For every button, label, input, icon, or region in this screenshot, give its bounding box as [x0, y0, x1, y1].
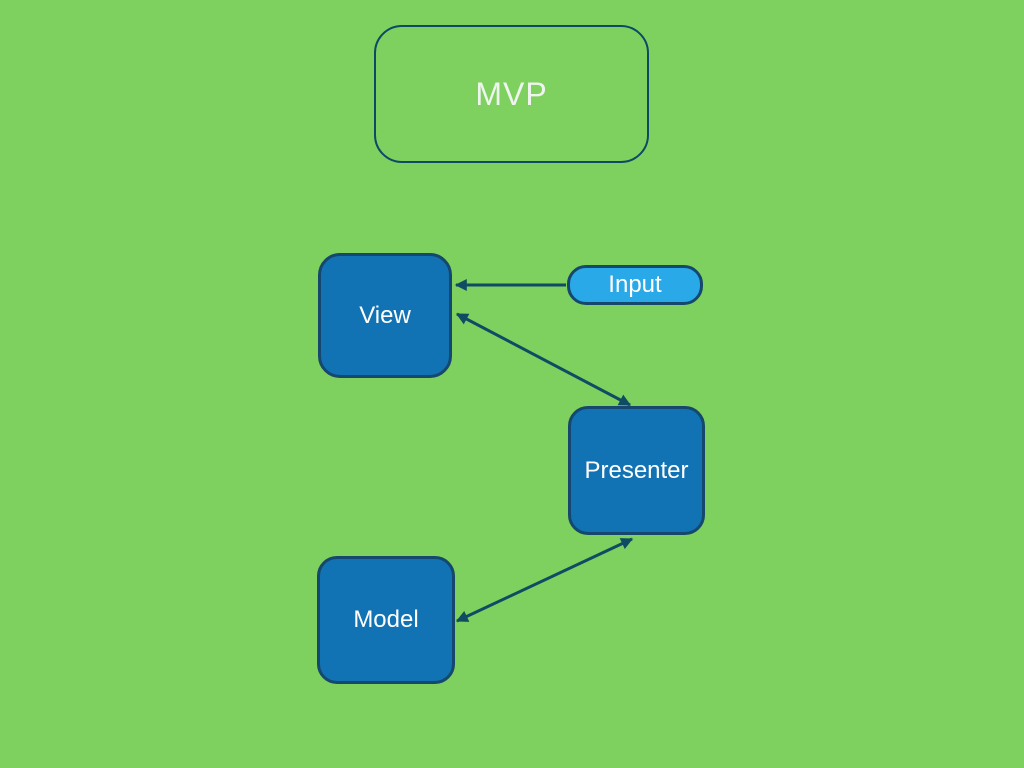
- diagram-node-model: Model: [317, 556, 455, 684]
- node-input-label: Input: [608, 271, 662, 298]
- node-view-label: View: [359, 301, 411, 329]
- title-label: MVP: [475, 75, 548, 112]
- edge-presenter-view: [455, 312, 632, 407]
- diagram-node-view: View: [318, 253, 452, 378]
- diagram-node-input: Input: [567, 265, 703, 305]
- node-model-label: Model: [353, 606, 419, 633]
- node-presenter-label: Presenter: [584, 456, 689, 484]
- edge-model-presenter: [455, 537, 634, 623]
- title-box: MVP: [374, 25, 649, 163]
- diagram-node-presenter: Presenter: [568, 406, 705, 535]
